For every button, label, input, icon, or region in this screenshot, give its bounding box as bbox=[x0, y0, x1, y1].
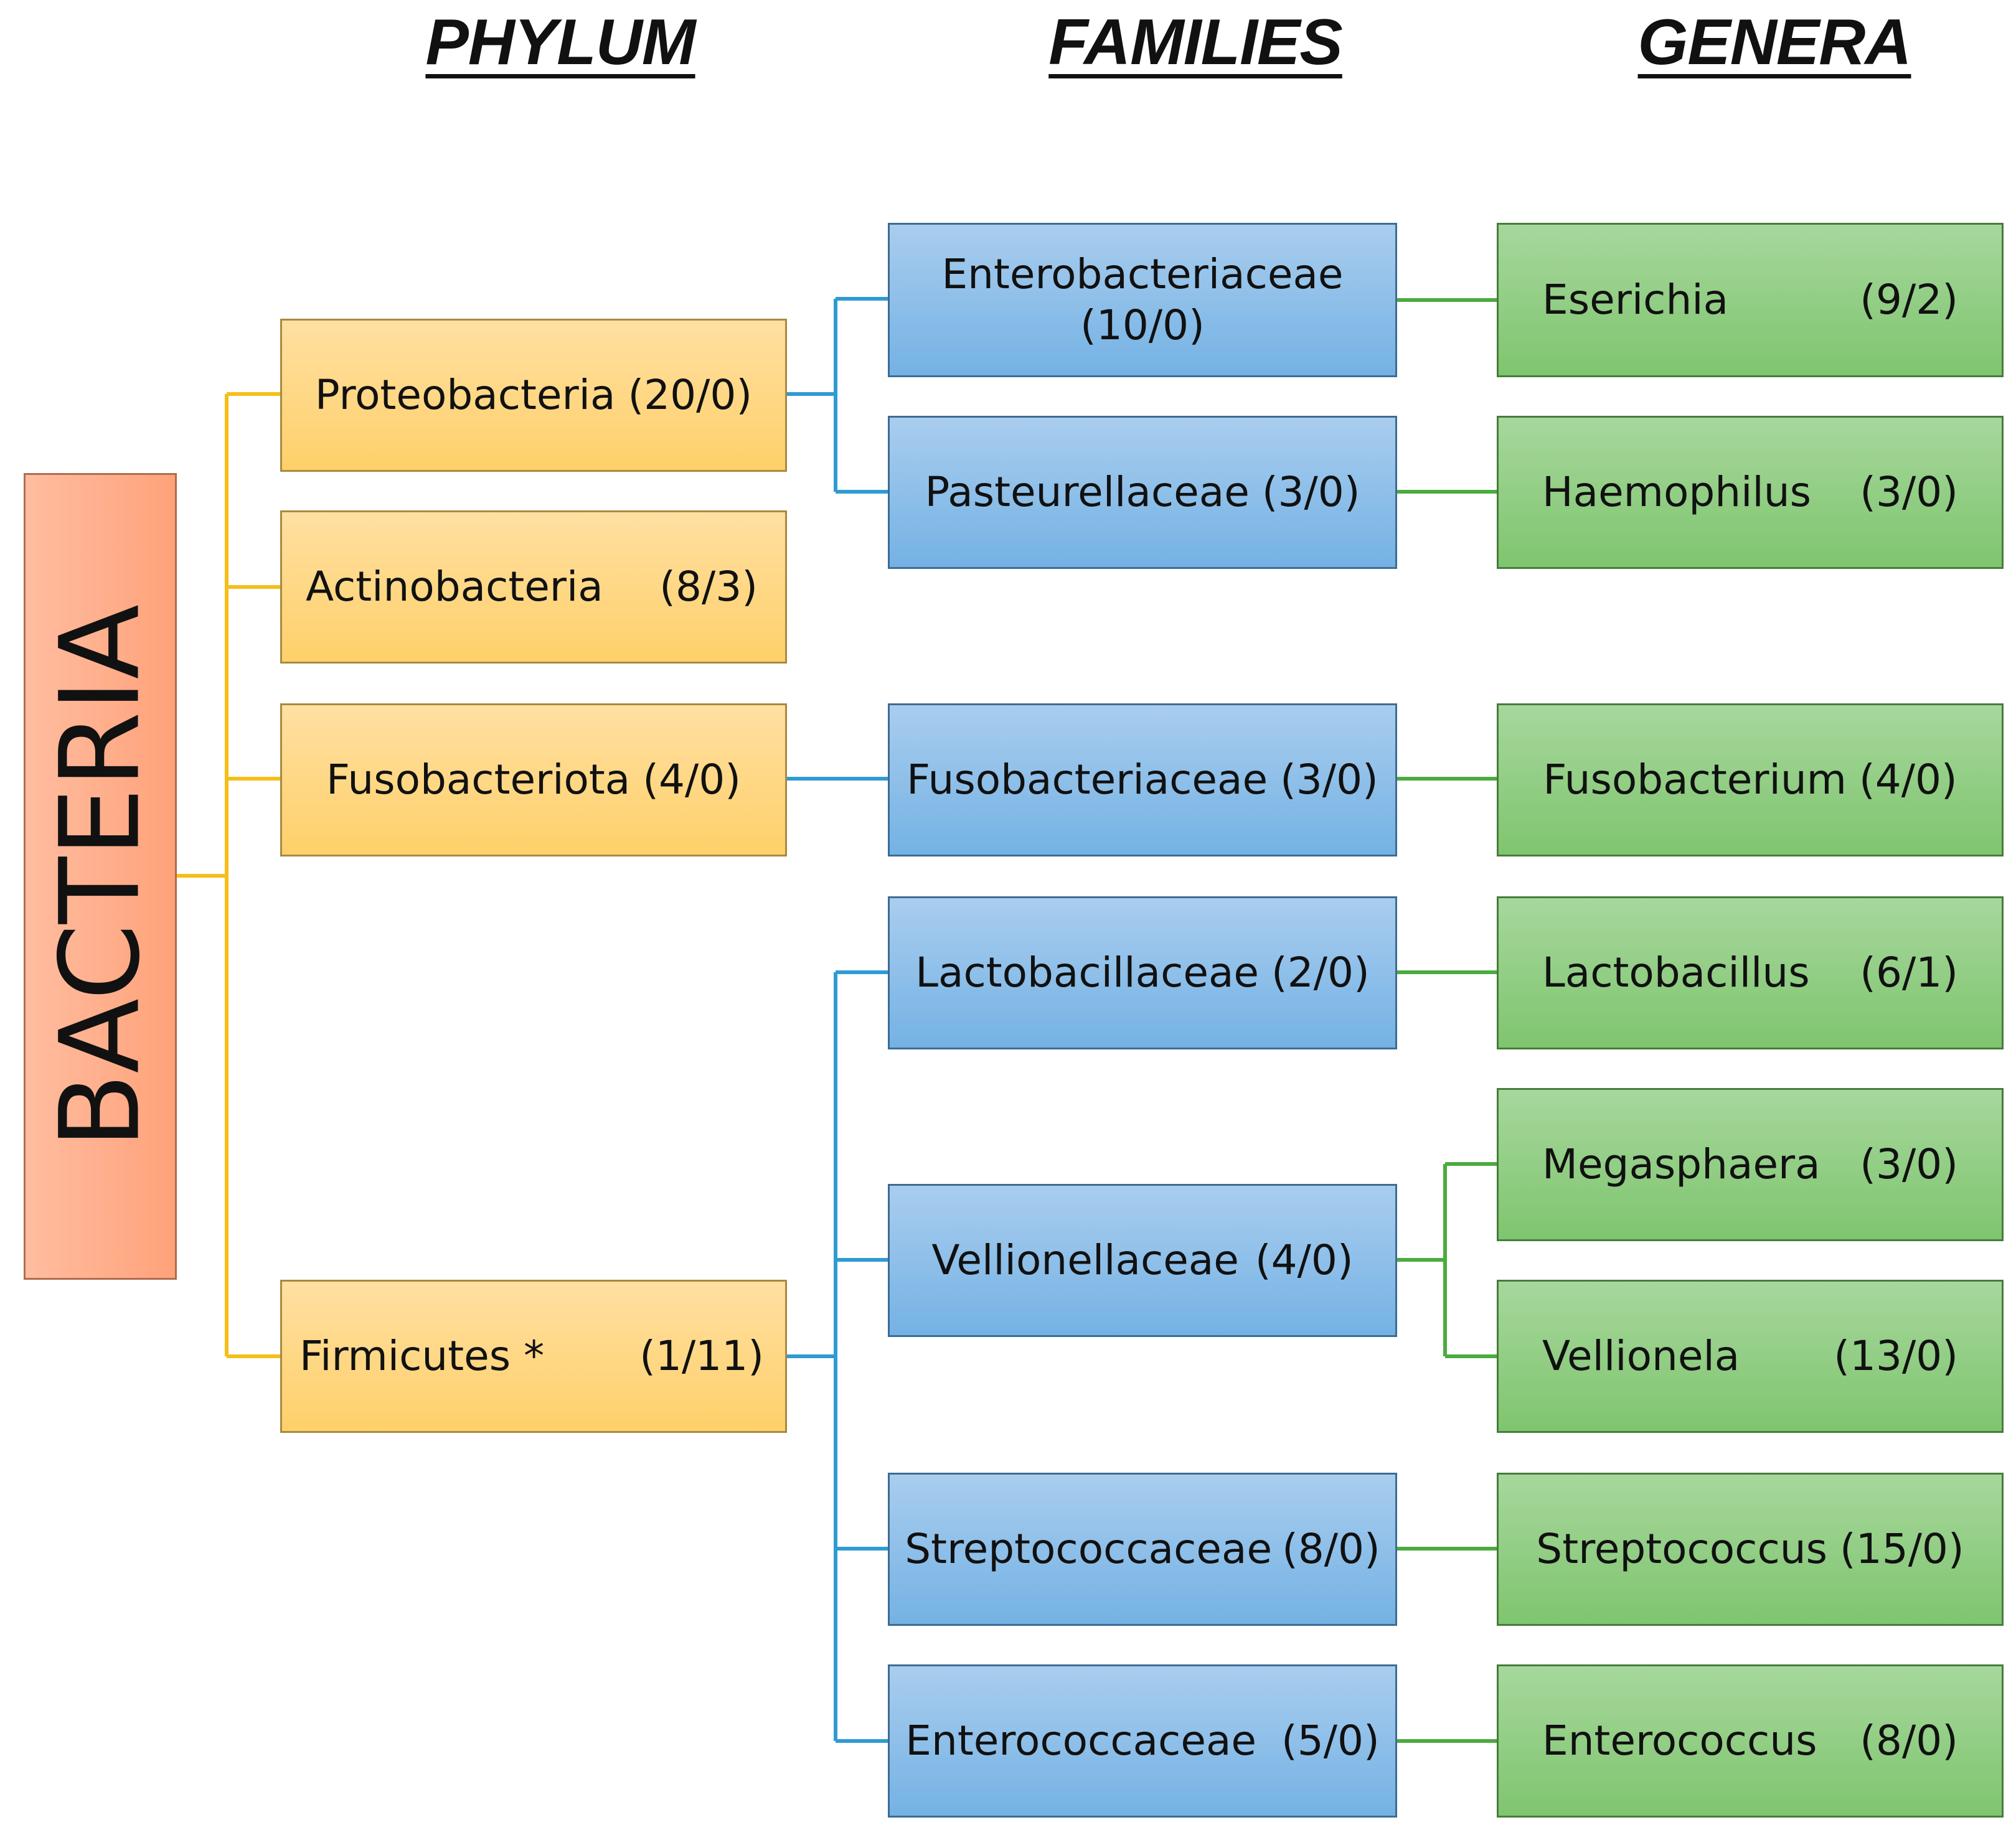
family-count: (2/0) bbox=[1271, 948, 1370, 997]
family-count: (3/0) bbox=[1261, 467, 1360, 516]
phylum-node-fusobacteriota: Fusobacteriota (4/0) bbox=[280, 703, 787, 856]
family-count: (10/0) bbox=[1080, 301, 1205, 349]
phylum-name: Actinobacteria bbox=[306, 562, 603, 611]
family-count: (4/0) bbox=[1255, 1236, 1354, 1284]
family-node-vellionellaceae: Vellionellaceae (4/0) bbox=[888, 1184, 1397, 1337]
bacteria-root-box: BACTERIA bbox=[24, 473, 177, 1280]
phylum-count: (20/0) bbox=[628, 370, 753, 419]
phylum-count: (8/3) bbox=[659, 562, 758, 611]
phylum-name: Fusobacteriota bbox=[326, 755, 631, 804]
genus-node-vellionela: Vellionela (13/0) bbox=[1497, 1280, 2004, 1433]
phylum-name: Proteobacteria bbox=[314, 370, 616, 419]
phylum-count: (4/0) bbox=[643, 755, 741, 804]
family-node-lactobacillaceae: Lactobacillaceae (2/0) bbox=[888, 896, 1397, 1049]
genus-node-enterococcus: Enterococcus (8/0) bbox=[1497, 1664, 2004, 1818]
family-name: Lactobacillaceae bbox=[915, 948, 1260, 997]
family-name: Enterococcaceae bbox=[905, 1716, 1256, 1765]
genus-count: (15/0) bbox=[1839, 1524, 1964, 1573]
genus-count: (3/0) bbox=[1860, 467, 1958, 516]
genus-count: (13/0) bbox=[1834, 1331, 1958, 1380]
phylum-header: PHYLUM bbox=[425, 6, 695, 78]
genus-count: (6/1) bbox=[1860, 948, 1958, 997]
genus-name: Lactobacillus bbox=[1542, 948, 1810, 997]
bacteria-root-label: BACTERIA bbox=[36, 604, 164, 1149]
phylum-node-firmicutes: Firmicutes * (1/11) bbox=[280, 1280, 787, 1433]
family-node-pasteurellaceae: Pasteurellaceae (3/0) bbox=[888, 416, 1397, 569]
genus-count: (8/0) bbox=[1860, 1716, 1958, 1765]
families-header: FAMILIES bbox=[1048, 6, 1343, 78]
family-name: Vellionellaceae bbox=[931, 1236, 1239, 1284]
root-to-phylum-connectors bbox=[177, 392, 280, 1358]
genus-node-lactobacillus: Lactobacillus (6/1) bbox=[1497, 896, 2004, 1049]
genus-node-eserichia: Eserichia (9/2) bbox=[1497, 223, 2004, 377]
genus-count: (9/2) bbox=[1860, 275, 1958, 324]
genus-name: Enterococcus bbox=[1542, 1716, 1817, 1765]
genus-name: Megasphaera bbox=[1542, 1140, 1821, 1188]
genus-node-haemophilus: Haemophilus (3/0) bbox=[1497, 416, 2004, 569]
genus-name: Haemophilus bbox=[1542, 467, 1811, 516]
family-node-enterobacteriaceae: Enterobacteriaceae (10/0) bbox=[888, 223, 1397, 377]
genus-count: (3/0) bbox=[1860, 1140, 1958, 1188]
family-name: Fusobacteriaceae bbox=[907, 755, 1268, 804]
genus-node-megasphaera: Megasphaera (3/0) bbox=[1497, 1088, 2004, 1241]
family-name: Pasteurellaceae bbox=[925, 467, 1250, 516]
family-node-enterococcaceae: Enterococcaceae (5/0) bbox=[888, 1664, 1397, 1818]
genus-name: Vellionela bbox=[1542, 1331, 1740, 1380]
family-node-streptococcaceae: Streptococcaceae (8/0) bbox=[888, 1473, 1397, 1626]
genus-node-fusobacterium: Fusobacterium (4/0) bbox=[1497, 703, 2004, 856]
phylum-node-proteobacteria: Proteobacteria (20/0) bbox=[280, 319, 787, 472]
family-node-fusobacteriaceae: Fusobacteriaceae (3/0) bbox=[888, 703, 1397, 856]
family-name: Enterobacteriaceae bbox=[941, 250, 1344, 298]
family-name: Streptococcaceae bbox=[905, 1524, 1273, 1573]
family-count: (8/0) bbox=[1282, 1524, 1380, 1573]
genus-name: Streptococcus bbox=[1536, 1524, 1827, 1573]
family-count: (5/0) bbox=[1281, 1716, 1380, 1765]
phylum-node-actinobacteria: Actinobacteria (8/3) bbox=[280, 510, 787, 664]
genera-header: GENERA bbox=[1637, 6, 1912, 78]
genus-name: Fusobacterium bbox=[1543, 755, 1847, 804]
phylum-to-family-connectors bbox=[787, 297, 888, 1743]
phylum-name: Firmicutes * bbox=[299, 1331, 545, 1380]
genus-name: Eserichia bbox=[1542, 275, 1729, 324]
family-to-genus-connectors bbox=[1397, 298, 1497, 1743]
family-count: (3/0) bbox=[1280, 755, 1378, 804]
phylum-count: (1/11) bbox=[639, 1331, 764, 1380]
genus-count: (4/0) bbox=[1858, 755, 1957, 804]
genus-node-streptococcus: Streptococcus (15/0) bbox=[1497, 1473, 2004, 1626]
